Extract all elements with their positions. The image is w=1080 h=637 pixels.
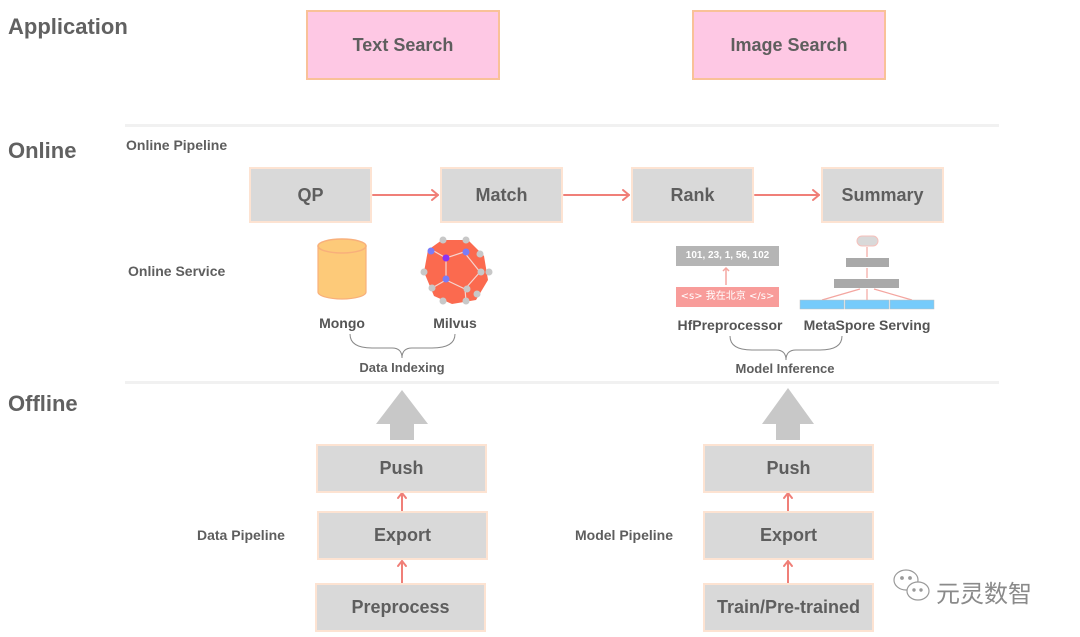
wechat-icon (893, 569, 930, 601)
model-step-push-label: Push (766, 458, 811, 478)
pipeline-step-summary[interactable]: Summary (821, 167, 944, 223)
pipeline-step-match[interactable]: Match (440, 167, 563, 223)
section-title-application: Application (8, 14, 128, 39)
mongo-label: Mongo (319, 315, 365, 331)
brace-model-inference (729, 335, 843, 361)
data-step-preprocess-label: Preprocess (351, 597, 450, 617)
model-step-export-label: Export (759, 525, 817, 545)
data-step-export-label: Export (373, 525, 431, 545)
online-pipeline-label: Online Pipeline (126, 137, 228, 153)
pipeline-step-qp[interactable]: QP (249, 167, 372, 223)
hfpreprocessor-label: HfPreprocessor (677, 317, 783, 333)
metaspore-serving-icon (799, 235, 935, 310)
pipeline-step-qp-label: QP (297, 184, 324, 205)
data-indexing-caption: Data Indexing (359, 360, 445, 375)
model-step-push[interactable]: Push (703, 444, 874, 493)
pipeline-step-match-label: Match (475, 184, 528, 205)
divider-application-online (125, 124, 999, 127)
up-arrow-data-push (376, 390, 428, 440)
app-image-search[interactable]: Image Search (692, 10, 886, 80)
model-step-train-label: Train/Pre-trained (716, 597, 861, 617)
pipeline-step-summary-label: Summary (841, 184, 924, 205)
data-step-preprocess[interactable]: Preprocess (315, 583, 486, 632)
data-step-push[interactable]: Push (316, 444, 487, 493)
app-text-search[interactable]: Text Search (306, 10, 500, 80)
pipeline-step-rank-label: Rank (670, 184, 715, 205)
arrow-match-to-rank (563, 189, 630, 201)
data-step-push-label: Push (379, 458, 424, 478)
data-step-export[interactable]: Export (317, 511, 488, 560)
pipeline-step-rank[interactable]: Rank (631, 167, 754, 223)
token-ids-text: 101, 23, 1, 56, 102 (685, 250, 770, 261)
model-pipeline-label: Model Pipeline (575, 527, 674, 543)
arrow-qp-to-match (372, 189, 439, 201)
mongo-icon (317, 238, 367, 300)
model-inference-caption: Model Inference (735, 361, 835, 376)
arrow-export-to-push-data (397, 492, 407, 513)
milvus-icon (420, 236, 493, 305)
up-arrow-model-push (762, 388, 814, 440)
section-title-offline: Offline (8, 391, 78, 416)
divider-online-offline (125, 381, 999, 384)
arrow-preprocess-to-export (397, 560, 407, 585)
online-service-label: Online Service (128, 263, 226, 279)
arrow-train-to-export (783, 560, 793, 585)
milvus-label: Milvus (433, 315, 477, 331)
metaspore-serving-label: MetaSpore Serving (803, 317, 931, 333)
model-step-export[interactable]: Export (703, 511, 874, 560)
data-pipeline-label: Data Pipeline (197, 527, 285, 543)
app-image-search-label: Image Search (730, 34, 848, 55)
section-title-online: Online (8, 138, 77, 163)
arrow-export-to-push-model (783, 492, 793, 513)
arrow-rank-to-summary (754, 189, 820, 201)
app-text-search-label: Text Search (352, 34, 454, 55)
input-text: <s> 我在北京 </s> (680, 291, 775, 302)
brace-data-indexing (349, 333, 456, 359)
model-step-train[interactable]: Train/Pre-trained (703, 583, 874, 632)
watermark-text: 元灵数智 (936, 580, 1032, 608)
